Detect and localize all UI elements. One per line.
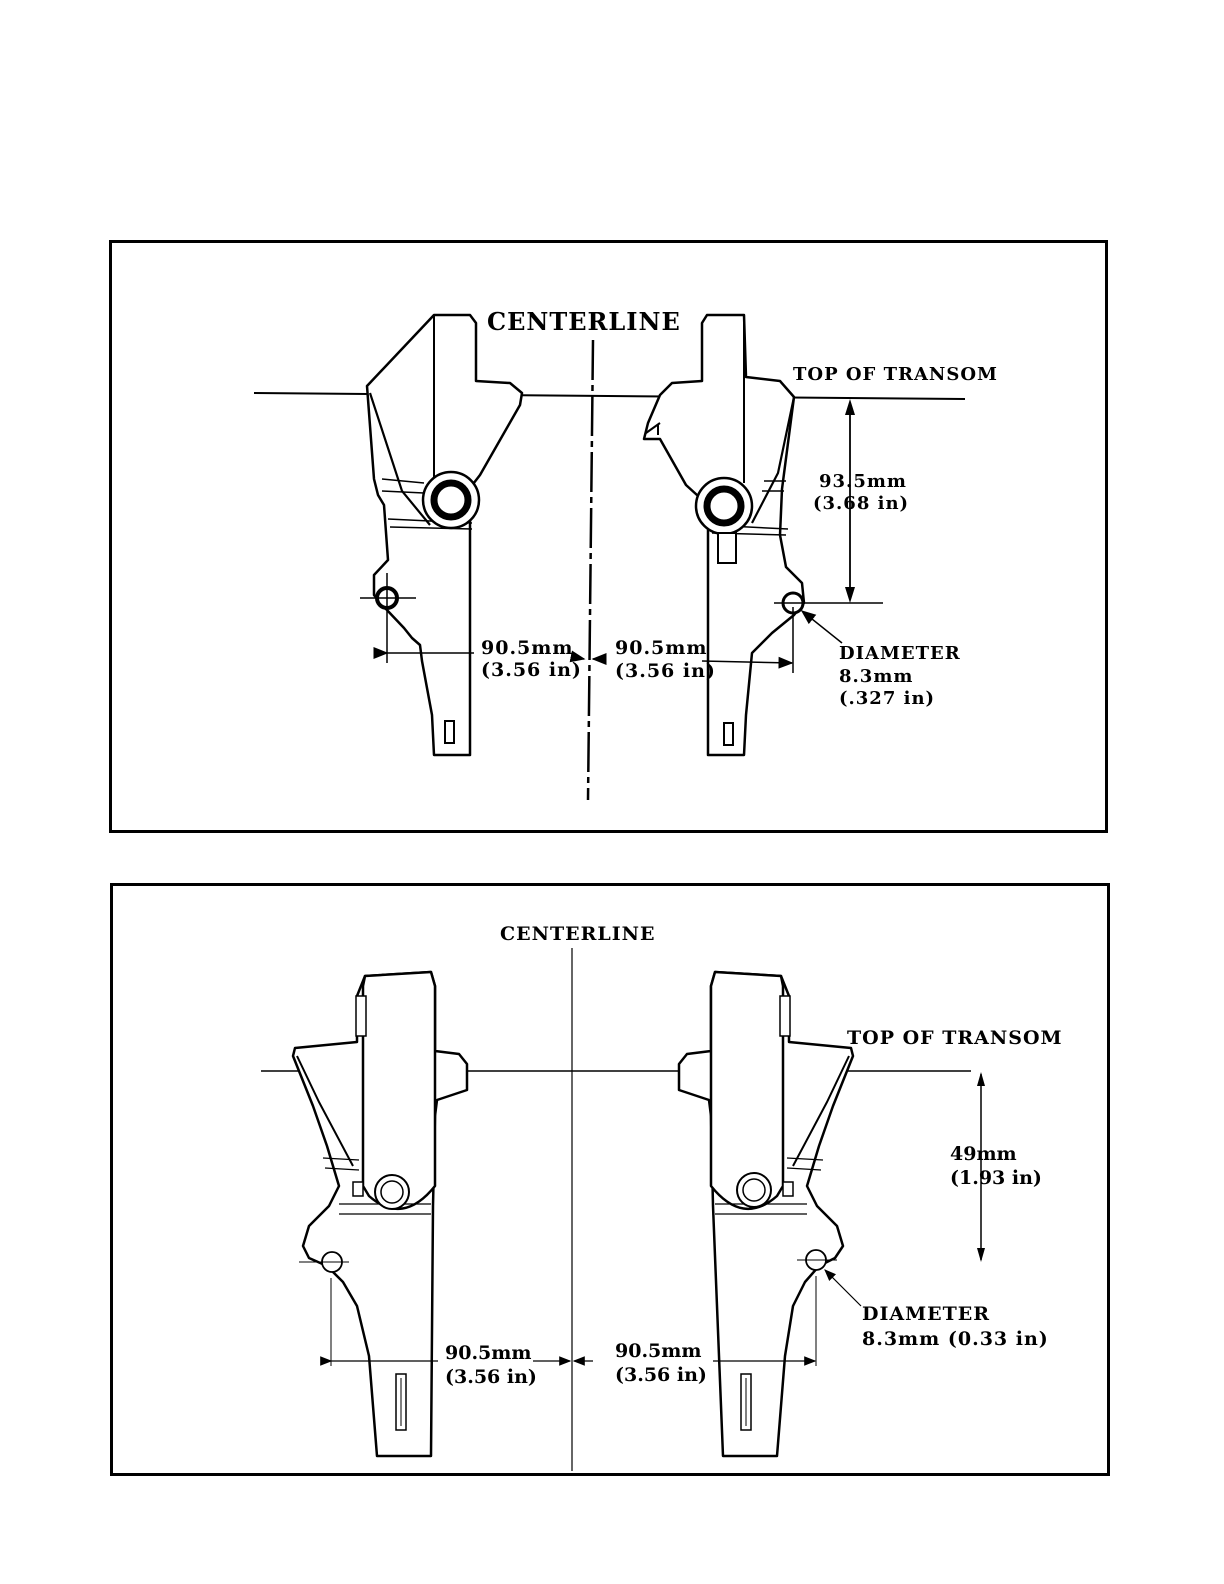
- top-diagram-panel: CENTERLINE TOP OF TRANSOM 93.5mm (3.68 i…: [109, 240, 1108, 833]
- vertical-dim-in: (1.93 in): [950, 1167, 1042, 1189]
- vertical-dim-mm: 93.5mm: [819, 471, 907, 492]
- left-dim-mm: 90.5mm: [481, 637, 573, 659]
- bottom-diagram-svg: CENTERLINE TOP OF TRANSOM 49mm (1.93 in)…: [113, 886, 1113, 1479]
- transom-line: [254, 393, 965, 399]
- vertical-dim-in: (3.68 in): [813, 493, 909, 514]
- left-dim-in: (3.56 in): [481, 659, 582, 681]
- left-bracket: [360, 315, 522, 755]
- hole-in: (.327 in): [839, 688, 935, 709]
- bottom-diagram-panel: CENTERLINE TOP OF TRANSOM 49mm (1.93 in)…: [110, 883, 1110, 1476]
- transom-label: TOP OF TRANSOM: [793, 364, 998, 385]
- hole-size: 8.3mm (0.33 in): [862, 1328, 1049, 1350]
- centerline-label: CENTERLINE: [487, 307, 681, 336]
- right-dim-in: (3.56 in): [615, 660, 716, 682]
- hole-mm: 8.3mm: [839, 666, 913, 687]
- left-bracket: [293, 972, 467, 1456]
- hole-label: DIAMETER: [862, 1303, 990, 1325]
- right-dim-mm: 90.5mm: [615, 1340, 701, 1362]
- left-dim-mm: 90.5mm: [445, 1342, 531, 1364]
- centerline: [588, 340, 593, 800]
- hole-label: DIAMETER: [839, 643, 961, 664]
- right-dim-in: (3.56 in): [615, 1364, 707, 1386]
- left-dim-in: (3.56 in): [445, 1366, 537, 1388]
- centerline-label: CENTERLINE: [500, 923, 655, 945]
- right-dim-mm: 90.5mm: [615, 637, 707, 659]
- transom-label: TOP OF TRANSOM: [847, 1027, 1063, 1049]
- top-diagram-svg: CENTERLINE TOP OF TRANSOM 93.5mm (3.68 i…: [112, 243, 1111, 836]
- vertical-dim-mm: 49mm: [950, 1143, 1017, 1165]
